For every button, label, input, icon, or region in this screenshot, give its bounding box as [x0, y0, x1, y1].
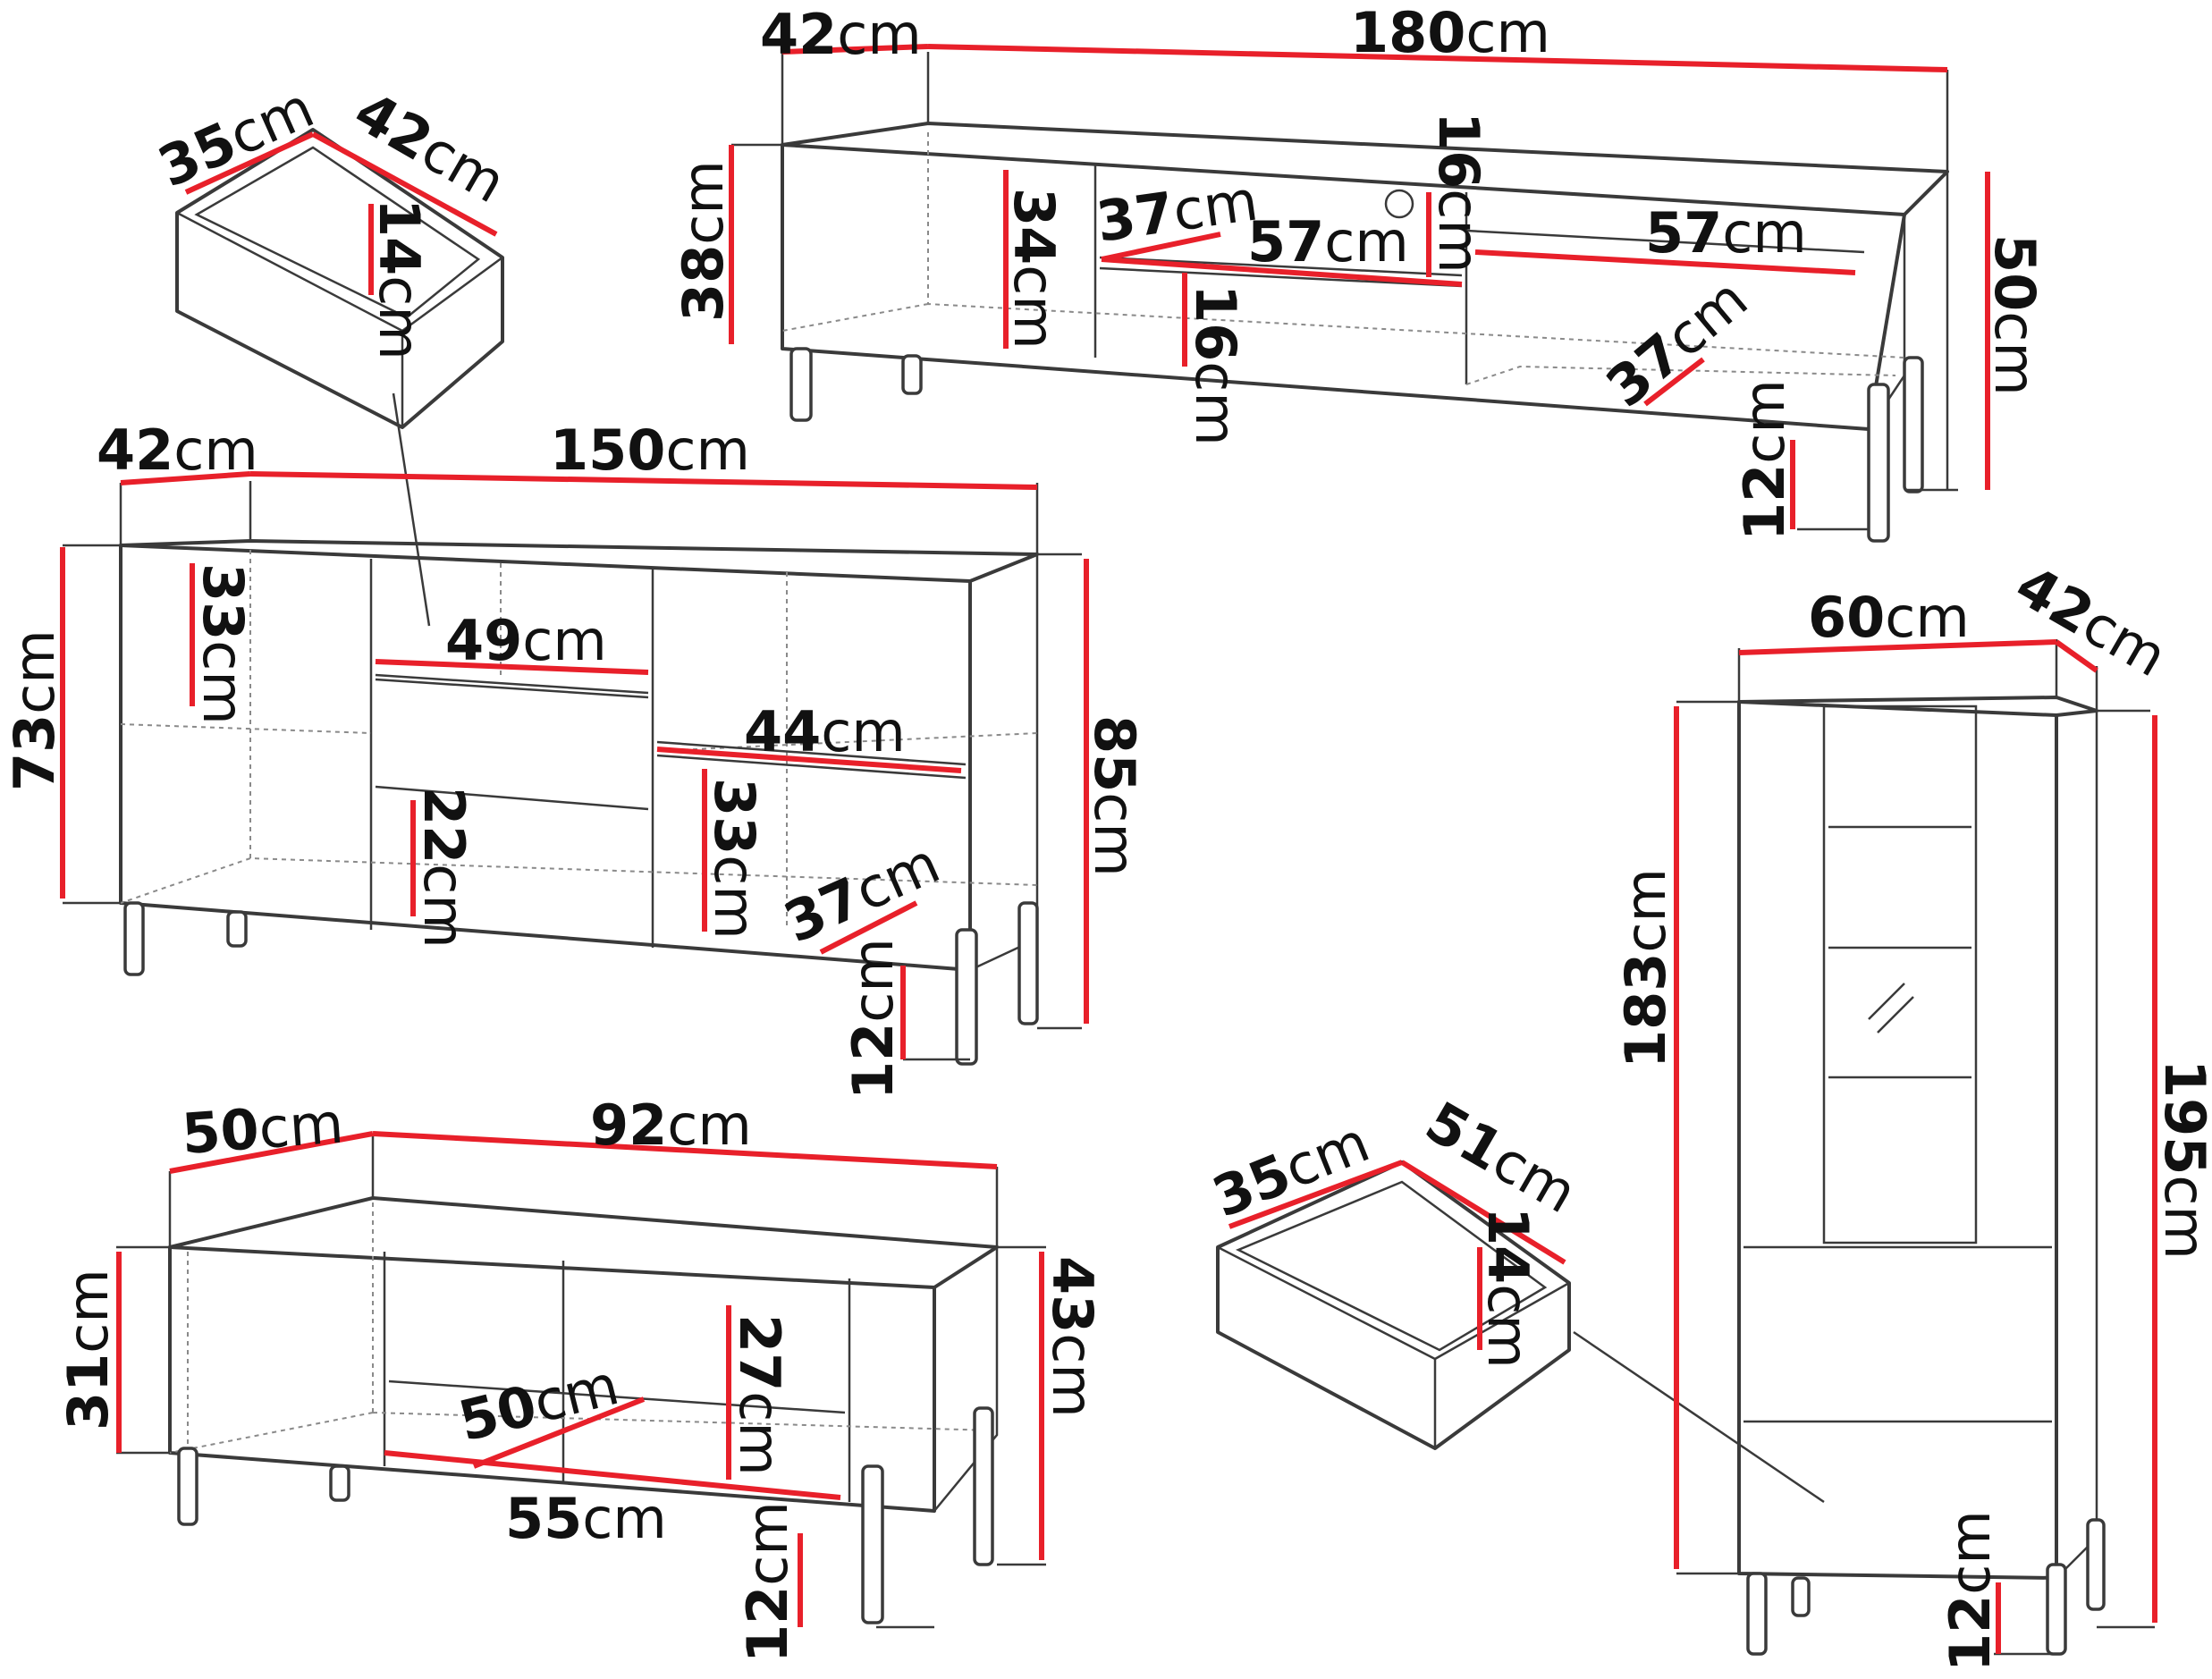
coffee-table-leg-height-label: 12cm [735, 1501, 800, 1663]
small-drawer-drawing [175, 128, 504, 627]
small-drawer-front-label: 35cm [148, 74, 323, 199]
sideboard-depth-label: 42cm [97, 418, 258, 483]
coffee-table-depth-label: 50cm [180, 1091, 345, 1167]
sideboard-drawer-height-label: 22cm [411, 787, 477, 949]
coffee-table-compartment-width-label: 55cm [505, 1486, 667, 1551]
sideboard-left-compartment-label: 33cm [190, 563, 256, 725]
tv-body-height-label: 38cm [671, 160, 736, 322]
coffee-table-body-height-label: 31cm [55, 1269, 121, 1430]
sideboard-dimensions [60, 471, 1089, 1059]
tv-total-height-label: 50cm [1982, 234, 2047, 396]
tv-depth-label: 42cm [760, 2, 922, 67]
coffee-table-compartment-height-label: 27cm [727, 1314, 792, 1476]
sideboard-drawer-width-label: 49cm [445, 608, 607, 673]
coffee-table-dimensions [116, 1131, 1044, 1627]
tv-right-width-label: 57cm [1645, 200, 1807, 266]
tv-leg-height-label: 12cm [1732, 379, 1797, 541]
cabinet-leg-height-label: 12cm [1938, 1510, 2003, 1672]
sideboard-shelf-width-label: 44cm [744, 699, 906, 764]
coffee-table-width-label: 92cm [590, 1093, 752, 1158]
sideboard-shelf-depth-label: 37cm [774, 830, 949, 955]
sideboard-total-height-label: 85cm [1082, 715, 1147, 877]
tv-drawer-width-label: 57cm [1247, 209, 1409, 274]
tv-drawer-height-label: 16cm [1426, 112, 1491, 274]
small-drawer-dimensions [184, 131, 498, 295]
tv-left-compartment-height-label: 34cm [1001, 188, 1067, 350]
cabinet-drawing [1676, 639, 2155, 1656]
coffee-table-total-height-label: 43cm [1040, 1256, 1105, 1418]
sideboard-body-height-label: 73cm [2, 629, 67, 791]
tv-unit-dimensions [729, 44, 1990, 529]
small-drawer-height-label: 14cm [367, 198, 432, 360]
sideboard-leg-height-label: 12cm [840, 938, 906, 1100]
cabinet-total-height-label: 195cm [2152, 1059, 2212, 1260]
tv-shelf-height-label: 16cm [1183, 284, 1248, 446]
cabinet-width-label: 60cm [1808, 585, 1970, 650]
sideboard-width-label: 150cm [550, 418, 750, 483]
tv-left-shelf-depth-label: 37cm [1093, 167, 1262, 254]
cabinet-dimensions [1674, 639, 2157, 1654]
sideboard-right-compartment-label: 33cm [702, 778, 767, 940]
large-drawer-dimensions [1228, 1160, 1566, 1350]
sideboard-drawing [63, 481, 1082, 1066]
coffee-table-drawing [116, 1135, 1046, 1629]
tv-width-label: 180cm [1350, 0, 1550, 65]
cabinet-body-height-label: 183cm [1613, 868, 1678, 1068]
tv-unit-drawing [731, 52, 1958, 543]
large-drawer-depth-label: 51cm [1415, 1089, 1588, 1227]
large-drawer-height-label: 14cm [1475, 1207, 1541, 1369]
